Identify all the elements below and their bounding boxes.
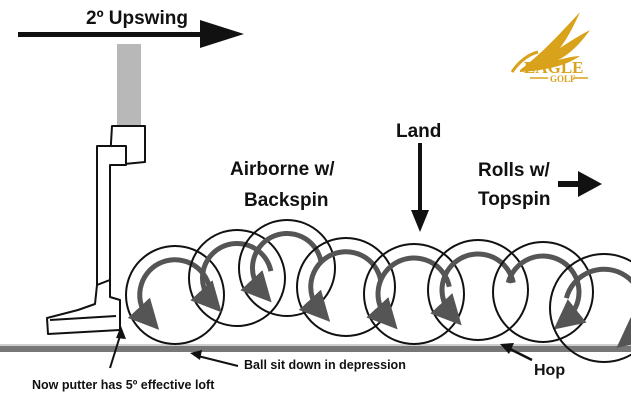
backspin-arrow-icon xyxy=(190,240,274,313)
eagle-wing-icon xyxy=(520,12,590,72)
golf-ball xyxy=(238,219,336,317)
golf-ball xyxy=(427,239,529,341)
effective-loft-label: Now putter has 5º effective loft xyxy=(32,378,215,392)
topspin-arrow-icon xyxy=(505,253,587,330)
golf-ball xyxy=(363,243,465,345)
depression-pointer-icon xyxy=(190,350,239,367)
logo-sub: GOLF xyxy=(550,74,576,84)
golf-ball xyxy=(188,229,286,327)
upswing-arrow-icon xyxy=(18,20,244,48)
eagle-golf-logo: EAGLE GOLF xyxy=(510,12,590,84)
ball-outline xyxy=(549,253,631,363)
rolls-arrow-icon xyxy=(558,171,602,197)
backspin-arrow-icon xyxy=(240,230,324,303)
ball-outline xyxy=(296,237,396,337)
topspin-arrow-icon xyxy=(563,266,631,348)
backspin-arrow-icon xyxy=(366,255,452,330)
golf-ball xyxy=(296,237,396,337)
backspin-arrow-icon xyxy=(127,257,213,330)
ball-outline xyxy=(238,219,336,317)
ground-line xyxy=(0,346,631,352)
logo-word: EAGLE xyxy=(524,58,584,77)
ball-outline xyxy=(125,245,225,345)
land-label: Land xyxy=(396,121,441,142)
ball-outline xyxy=(492,241,594,343)
ball-outline xyxy=(427,239,529,341)
putter-shaft xyxy=(117,44,141,126)
golf-ball xyxy=(492,241,594,343)
ground-highlight xyxy=(0,344,631,346)
backspin-arrow-icon xyxy=(430,251,516,326)
land-arrow-icon xyxy=(411,143,429,232)
golf-ball xyxy=(549,253,631,363)
hop-label: Hop xyxy=(534,362,565,379)
rolls-label-line2: Topspin xyxy=(478,189,550,210)
airborne-label-line1: Airborne w/ xyxy=(230,159,335,180)
putter-icon xyxy=(46,125,146,335)
depression-label: Ball sit down in depression xyxy=(244,358,406,372)
ball-outline xyxy=(363,243,465,345)
ball-sequence xyxy=(125,219,631,363)
upswing-label: 2º Upswing xyxy=(86,8,188,29)
hop-pointer-icon xyxy=(500,343,533,362)
airborne-label-line2: Backspin xyxy=(244,190,328,211)
rolls-label-line1: Rolls w/ xyxy=(478,160,551,181)
backspin-arrow-icon xyxy=(298,249,384,322)
ball-outline xyxy=(188,229,286,327)
loft-pointer-icon xyxy=(109,326,126,369)
